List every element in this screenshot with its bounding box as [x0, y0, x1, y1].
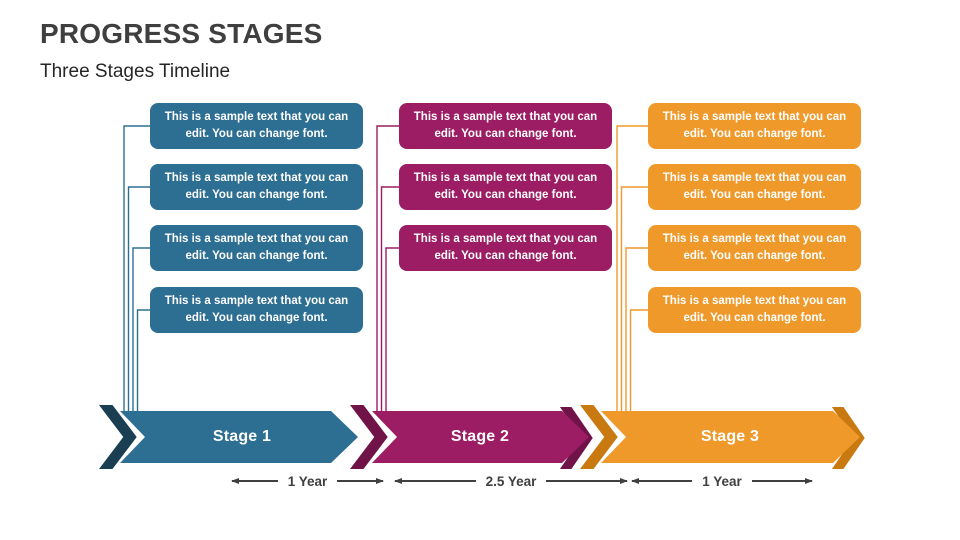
- duration-label: 2.5 Year: [485, 473, 537, 489]
- sample-text-box[interactable]: This is a sample text that you can edit.…: [150, 103, 363, 149]
- connector-line: [616, 125, 648, 414]
- sample-text: This is a sample text that you can edit.…: [662, 172, 847, 201]
- duration-marker: 1 Year: [232, 473, 384, 489]
- sample-text: This is a sample text that you can edit.…: [164, 295, 349, 324]
- stage-arrow-back-chevron: [575, 403, 621, 471]
- left-arrow-line: [232, 480, 278, 482]
- sample-text: This is a sample text that you can edit.…: [413, 111, 598, 140]
- sample-text: This is a sample text that you can edit.…: [662, 295, 847, 324]
- stage-arrow[interactable]: [120, 411, 358, 463]
- sample-text-box[interactable]: This is a sample text that you can edit.…: [648, 287, 861, 333]
- stage-arrow[interactable]: [372, 411, 589, 463]
- right-arrow-line: [751, 480, 813, 482]
- sample-text-box[interactable]: This is a sample text that you can edit.…: [150, 225, 363, 271]
- sample-text-box[interactable]: This is a sample text that you can edit.…: [399, 225, 612, 271]
- sample-text-box[interactable]: This is a sample text that you can edit.…: [648, 225, 861, 271]
- sample-text-box[interactable]: This is a sample text that you can edit.…: [648, 164, 861, 210]
- sample-text-box[interactable]: This is a sample text that you can edit.…: [399, 164, 612, 210]
- sample-text-box[interactable]: This is a sample text that you can edit.…: [150, 164, 363, 210]
- left-arrow-line: [395, 480, 476, 482]
- sample-text: This is a sample text that you can edit.…: [662, 233, 847, 262]
- sample-text-box[interactable]: This is a sample text that you can edit.…: [648, 103, 861, 149]
- sample-text: This is a sample text that you can edit.…: [164, 111, 349, 140]
- stage-arrow-back-chevron: [345, 403, 391, 471]
- stage-arrow[interactable]: [601, 411, 860, 463]
- sample-text-box[interactable]: This is a sample text that you can edit.…: [150, 287, 363, 333]
- connector-line: [127, 186, 150, 414]
- connector-line: [629, 309, 648, 414]
- connector-line: [620, 186, 648, 414]
- duration-label: 1 Year: [287, 473, 328, 489]
- stage-arrow-back-chevron: [94, 403, 140, 471]
- right-arrow-line: [337, 480, 384, 482]
- slide-subtitle: Three Stages Timeline: [40, 61, 231, 82]
- connector-line: [376, 125, 399, 414]
- connector-line: [136, 309, 150, 414]
- duration-marker: 2.5 Year: [395, 473, 627, 489]
- right-arrow-line: [546, 480, 627, 482]
- slide-title: PROGRESS STAGES: [40, 18, 323, 49]
- connector-line: [380, 186, 399, 414]
- duration-label: 1 Year: [702, 473, 742, 489]
- duration-marker: 1 Year: [632, 473, 813, 489]
- connector-line: [132, 247, 150, 414]
- sample-text-box[interactable]: This is a sample text that you can edit.…: [399, 103, 612, 149]
- connector-line: [625, 247, 648, 414]
- connector-line: [385, 247, 399, 414]
- sample-text: This is a sample text that you can edit.…: [662, 111, 847, 140]
- left-arrow-line: [632, 480, 693, 482]
- sample-text: This is a sample text that you can edit.…: [413, 233, 598, 262]
- sample-text: This is a sample text that you can edit.…: [164, 233, 349, 262]
- connector-line: [123, 125, 150, 414]
- sample-text: This is a sample text that you can edit.…: [164, 172, 349, 201]
- sample-text: This is a sample text that you can edit.…: [413, 172, 598, 201]
